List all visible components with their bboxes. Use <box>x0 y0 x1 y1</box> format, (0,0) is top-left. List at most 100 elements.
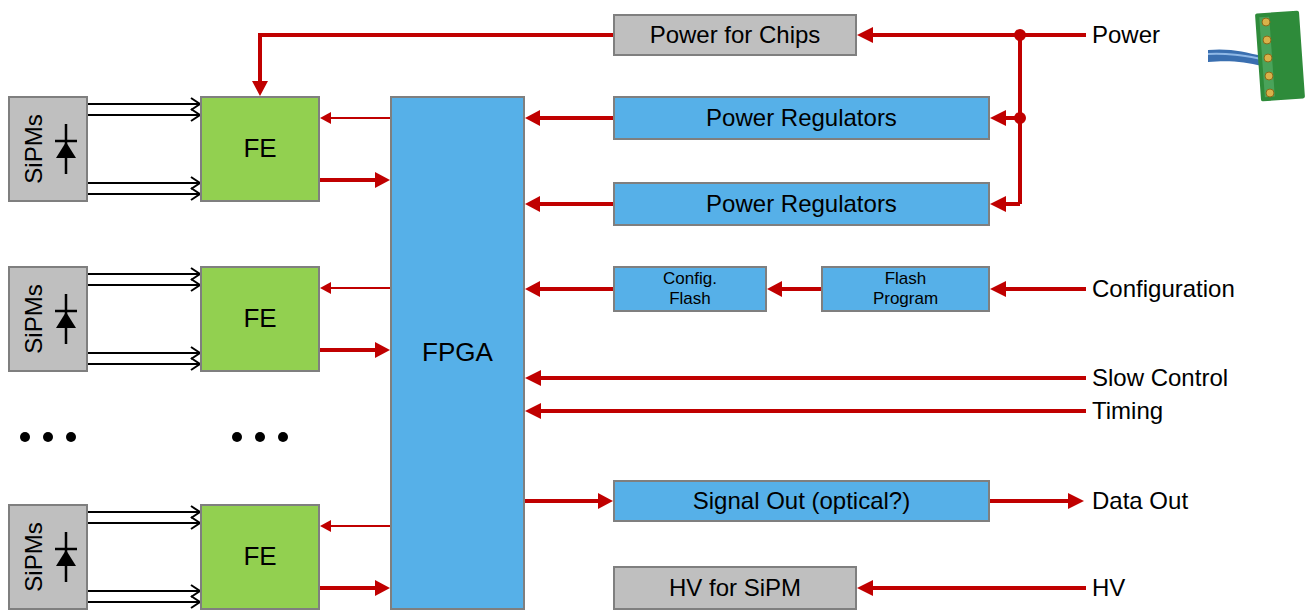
connector-line <box>88 590 200 592</box>
connector <box>525 196 613 212</box>
sipm-box: SiPMs <box>8 504 88 610</box>
hv-box: HV for SiPM <box>613 566 857 610</box>
arrowhead <box>191 279 200 291</box>
fpga-box: FPGA <box>390 96 525 610</box>
frontend-box: FE <box>200 96 320 202</box>
signal-label: Timing <box>1092 397 1163 425</box>
connector <box>88 177 200 189</box>
connector-line <box>320 178 377 182</box>
arrowhead <box>525 110 540 126</box>
arrowhead <box>191 347 200 359</box>
connector-line <box>88 103 200 105</box>
box-label: Signal Out (optical?) <box>693 487 910 515</box>
connector-line <box>88 114 200 116</box>
signal-label: Power <box>1092 21 1160 49</box>
frontend-box: FE <box>200 504 320 610</box>
arrowhead <box>191 109 200 121</box>
connector-line <box>329 287 390 289</box>
connector-photo <box>1208 11 1305 102</box>
power-input-wires <box>540 35 1086 588</box>
arrowhead <box>252 81 268 96</box>
connector <box>88 268 200 280</box>
box-label: Flash Program <box>856 269 956 308</box>
connector-line <box>260 35 613 83</box>
connector <box>88 596 200 608</box>
arrowhead <box>598 493 613 509</box>
arrowhead <box>320 520 331 532</box>
sipm-box: SiPMs <box>8 266 88 372</box>
arrowhead <box>191 506 200 518</box>
connector <box>320 342 390 358</box>
box-label: FPGA <box>422 338 493 368</box>
connector <box>88 279 200 291</box>
arrowhead <box>525 196 540 212</box>
box-label: Config. Flash <box>645 269 735 308</box>
power-box: Power for Chips <box>613 14 857 56</box>
wire-arrowheads <box>525 27 1084 596</box>
junction-dots <box>1014 29 1026 124</box>
connector-line <box>88 601 200 603</box>
connector-line <box>88 511 200 513</box>
ellipsis-dots <box>20 432 288 442</box>
arrowhead <box>191 188 200 200</box>
box-label: SiPMs <box>20 284 48 353</box>
diode-symbol <box>8 96 88 202</box>
connector <box>320 580 390 596</box>
arrowhead <box>191 268 200 280</box>
diode-symbol <box>8 266 88 372</box>
connector <box>320 172 390 188</box>
connector <box>88 585 200 597</box>
signal-label: Slow Control <box>1092 364 1228 392</box>
connector <box>88 347 200 359</box>
box-label: FE <box>243 304 276 334</box>
box-label: FE <box>243 134 276 164</box>
connector <box>252 35 613 96</box>
box-label: SiPMs <box>20 114 48 183</box>
arrowhead <box>191 358 200 370</box>
arrowhead <box>375 172 390 188</box>
connector <box>767 281 821 297</box>
connector <box>320 112 390 124</box>
connector-line <box>88 182 200 184</box>
connector-line <box>329 525 390 527</box>
arrowhead <box>375 580 390 596</box>
connector-line <box>88 363 200 365</box>
box-label: HV for SiPM <box>669 574 801 602</box>
arrowhead <box>767 281 782 297</box>
box-label: Power Regulators <box>706 190 897 218</box>
flash-box: Config. Flash <box>613 266 767 312</box>
connector <box>320 282 390 294</box>
connector-line <box>88 522 200 524</box>
arrowhead <box>525 281 540 297</box>
connector <box>525 110 613 126</box>
connector-line <box>88 284 200 286</box>
programmer-box: Flash Program <box>821 266 990 312</box>
connector-line <box>88 273 200 275</box>
connector-line <box>329 117 390 119</box>
connector <box>88 358 200 370</box>
connector-line <box>538 116 613 120</box>
connector-line <box>525 499 600 503</box>
arrowhead <box>191 596 200 608</box>
sipm-box: SiPMs <box>8 96 88 202</box>
frontend-box: FE <box>200 266 320 372</box>
box-label: SiPMs <box>20 522 48 591</box>
connector <box>88 517 200 529</box>
arrowhead <box>320 282 331 294</box>
connector-line <box>538 287 613 291</box>
connector <box>88 109 200 121</box>
diode-symbol <box>8 504 88 610</box>
box-label: Power for Chips <box>650 21 821 49</box>
arrowhead <box>191 517 200 529</box>
arrowhead <box>191 98 200 110</box>
connector-line <box>538 202 613 206</box>
connector-line <box>88 193 200 195</box>
arrowhead <box>191 177 200 189</box>
connector <box>525 281 613 297</box>
connector-line <box>320 348 377 352</box>
box-label: Power Regulators <box>706 104 897 132</box>
connector-line <box>88 352 200 354</box>
signal-label: Configuration <box>1092 275 1235 303</box>
regulator-box: Power Regulators <box>613 182 990 226</box>
